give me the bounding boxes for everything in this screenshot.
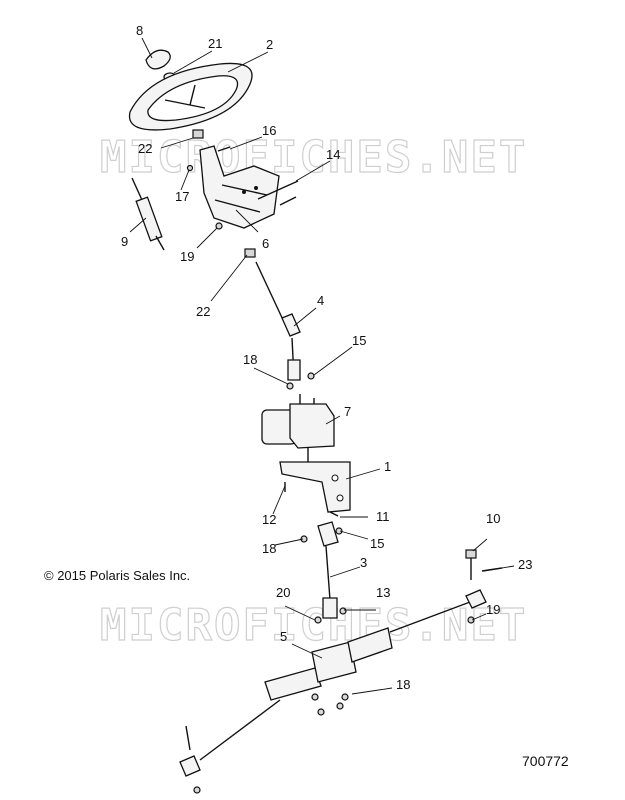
callout-5: 5	[280, 629, 287, 644]
part-5-steering-rack	[179, 589, 487, 777]
callout-9: 9	[121, 234, 128, 249]
callout-6: 6	[262, 236, 269, 251]
part-18-rack-mount-nuts	[311, 693, 349, 716]
callout-19-right: 19	[486, 602, 500, 617]
copyright-notice: © 2015 Polaris Sales Inc.	[44, 568, 190, 583]
part-bolt-left-tie-rod	[185, 725, 191, 751]
callout-22-top: 22	[138, 141, 152, 156]
callout-18-upper: 18	[243, 352, 257, 367]
callout-16: 16	[262, 123, 276, 138]
part-8-cap	[145, 49, 171, 70]
part-22-bushing-lower	[244, 248, 256, 258]
part-16-screw	[217, 146, 231, 152]
callout-4: 4	[317, 293, 324, 308]
part-18-bolt-upper	[286, 382, 294, 390]
part-3-lower-shaft	[317, 521, 339, 619]
part-19-nut-right	[467, 616, 475, 624]
part-20-nut	[314, 616, 322, 624]
callout-22-lower: 22	[196, 304, 210, 319]
part-10-bolt	[465, 549, 477, 580]
part-11-fastener	[329, 511, 339, 517]
callout-8: 8	[136, 23, 143, 38]
part-7-power-steering-unit	[261, 394, 335, 462]
callout-10: 10	[486, 511, 500, 526]
callout-2: 2	[266, 37, 273, 52]
callout-21: 21	[208, 36, 222, 51]
part-6-column-bracket	[199, 145, 280, 229]
part-4-upper-shaft	[255, 261, 301, 381]
part-22-bushing-top	[192, 129, 204, 139]
callout-18-middle: 18	[262, 541, 276, 556]
part-9-damper	[131, 177, 165, 251]
callout-18-lower: 18	[396, 677, 410, 692]
callout-15-upper: 15	[352, 333, 366, 348]
watermark-bottom: MICROFICHES.NET	[100, 600, 527, 651]
diagram-number: 700772	[522, 753, 569, 769]
callout-11: 11	[376, 509, 390, 524]
part-2-steering-wheel	[128, 62, 253, 131]
callout-23: 23	[518, 557, 532, 572]
part-14-bolt	[257, 180, 299, 206]
part-nut-left-tie-rod	[193, 786, 201, 794]
leader-lines	[129, 37, 515, 695]
callout-20: 20	[276, 585, 290, 600]
callout-15-middle: 15	[370, 536, 384, 551]
callout-7: 7	[344, 404, 351, 419]
callout-3: 3	[360, 555, 367, 570]
part-19-nut-top	[215, 222, 223, 230]
part-15-nut-upper	[307, 372, 315, 380]
callout-1: 1	[384, 459, 391, 474]
callout-14: 14	[326, 147, 340, 162]
part-1-mounting-bracket	[279, 461, 351, 513]
callout-12: 12	[262, 512, 276, 527]
callout-labels: 8 21 2 22 16 14 17 9 19 6 22 4 18 15 7 1…	[121, 23, 532, 692]
watermark-top: MICROFICHES.NET	[100, 132, 527, 183]
callout-17: 17	[175, 189, 189, 204]
callout-13: 13	[376, 585, 390, 600]
part-13-bolt	[339, 607, 347, 615]
callout-19-top: 19	[180, 249, 194, 264]
part-15-nut-middle	[335, 527, 343, 535]
part-17-pin	[186, 164, 194, 172]
